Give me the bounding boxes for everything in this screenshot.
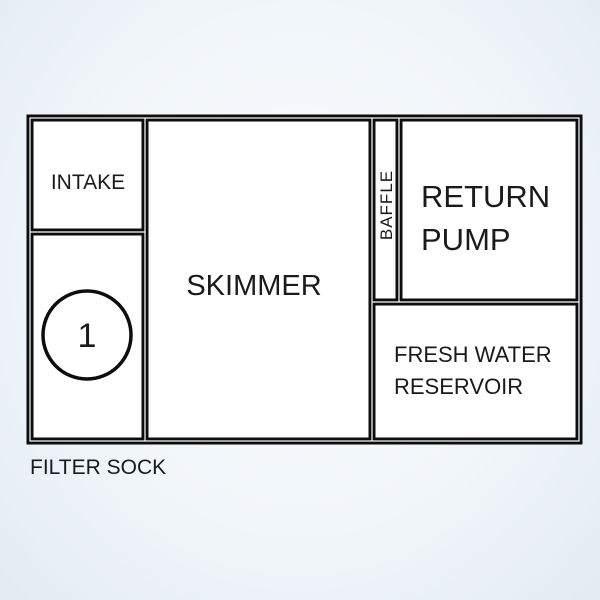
fresh-water-label-line2: RESERVOIR	[394, 374, 523, 399]
filter-sock-label: FILTER SOCK	[30, 456, 166, 479]
filter-sock-circle	[41, 289, 133, 381]
wall-highlights	[29, 117, 580, 442]
baffle-label: BAFFLE	[377, 170, 396, 240]
filter-sock-number: 1	[78, 317, 97, 355]
fresh-water-label-line1: FRESH WATER	[394, 342, 552, 367]
sump-outline	[26, 114, 583, 445]
return-pump-label-line1: RETURN	[421, 179, 550, 214]
return-pump-label-line2: PUMP	[421, 222, 511, 257]
skimmer-label: SKIMMER	[186, 270, 321, 302]
intake-label: INTAKE	[51, 171, 125, 194]
